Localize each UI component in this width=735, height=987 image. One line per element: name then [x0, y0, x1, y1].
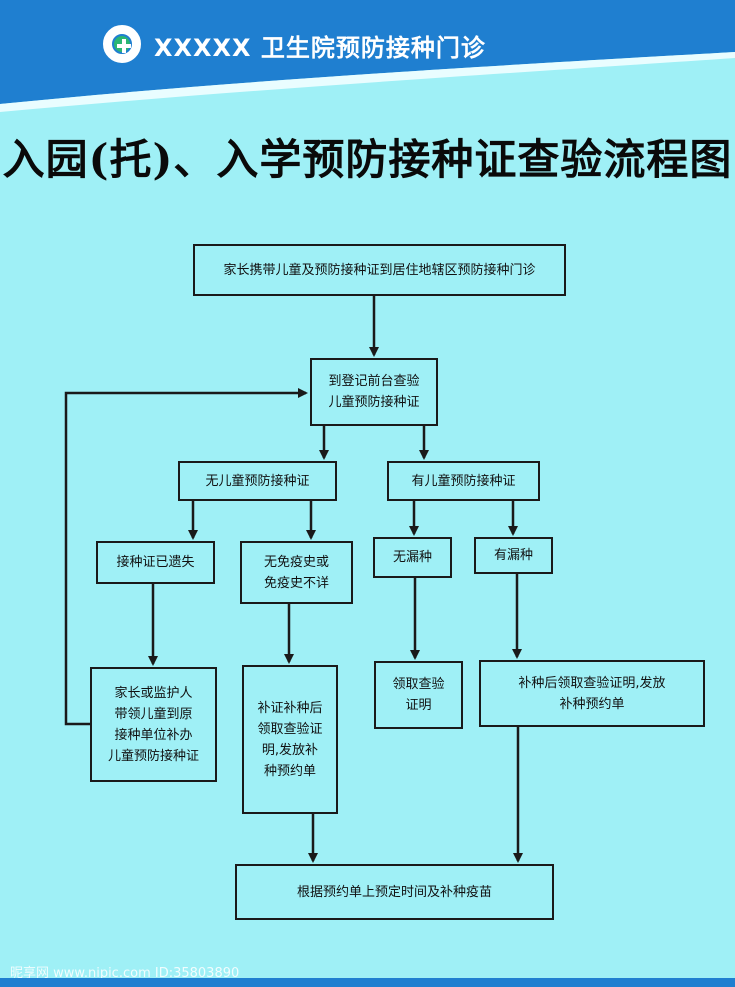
box-get-verification-proof: 领取查验 证明	[374, 661, 463, 729]
box-missed-vaccine: 有漏种	[474, 537, 553, 574]
box-catchup-and-certificate: 补证补种后 领取查验证 明,发放补 种预约单	[242, 665, 338, 814]
box-has-certificate: 有儿童预防接种证	[387, 461, 540, 501]
watermark-text: 昵享网 www.nipic.com ID:35803890	[10, 966, 240, 981]
box-check-certificate: 到登记前台查验 儿童预防接种证	[310, 358, 438, 426]
box-no-immunization-history: 无免疫史或 免疫史不详	[240, 541, 353, 604]
box-final-catchup-appointment: 根据预约单上预定时间及补种疫苗	[235, 864, 554, 920]
box-reissue-certificate: 家长或监护人 带领儿童到原 接种单位补办 儿童预防接种证	[90, 667, 217, 782]
header-title: XXXXX 卫生院预防接种门诊	[154, 34, 486, 62]
header-band	[0, 0, 735, 112]
box-no-missed-vaccine: 无漏种	[373, 537, 452, 578]
box-catchup-then-proof: 补种后领取查验证明,发放 补种预约单	[479, 660, 705, 727]
box-no-certificate: 无儿童预防接种证	[178, 461, 337, 501]
bottom-strip	[0, 978, 735, 987]
box-certificate-lost: 接种证已遗失	[96, 541, 215, 584]
main-title: 入园(托)、入学预防接种证查验流程图	[2, 135, 733, 184]
box-start: 家长携带儿童及预防接种证到居住地辖区预防接种门诊	[193, 244, 566, 296]
arrow-reissue-loop-to-check	[64, 388, 308, 726]
clinic-logo-icon	[100, 22, 144, 66]
